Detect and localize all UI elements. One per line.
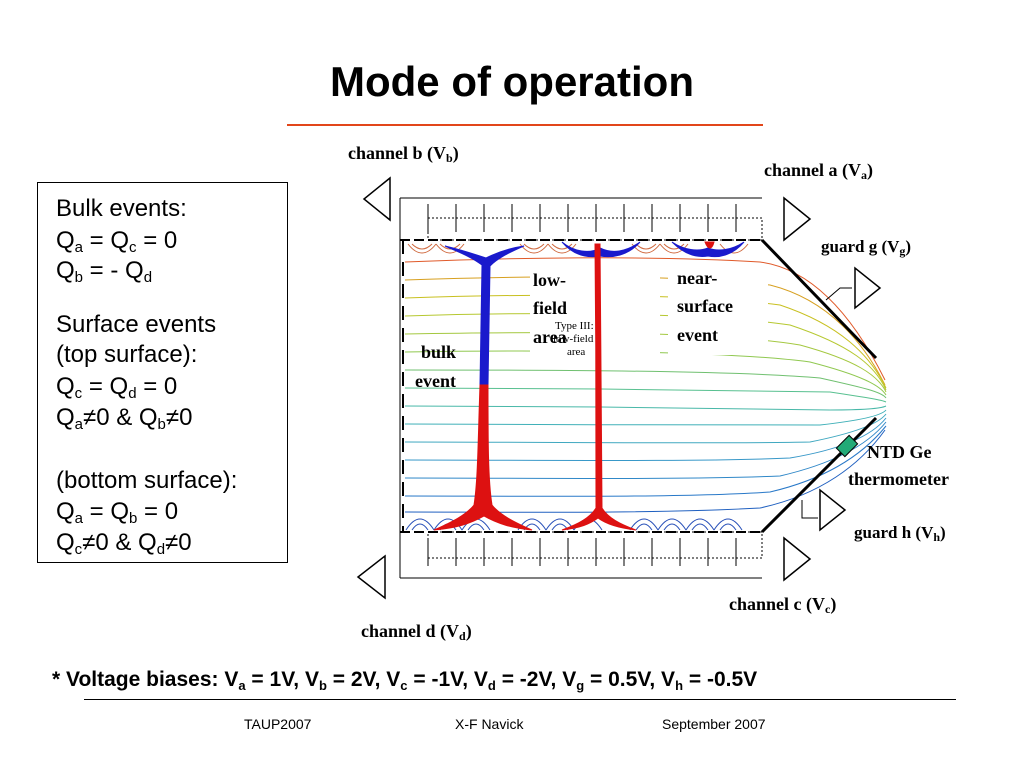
detector-outline bbox=[399, 197, 878, 579]
footer-author: X-F Navick bbox=[455, 716, 524, 732]
type-iii-label-line-2: low-field bbox=[553, 333, 594, 345]
ntd-thermometer-icon bbox=[835, 434, 859, 458]
near-surface-label-mask bbox=[668, 265, 768, 355]
channel-a-triangle-icon bbox=[783, 196, 812, 242]
footer-divider bbox=[84, 699, 956, 700]
type-iii-label-line-3: area bbox=[567, 346, 586, 358]
channel-d-triangle-icon bbox=[356, 554, 386, 600]
bulk-event-track-electrons bbox=[433, 241, 715, 531]
near-surface-label-line-3: event bbox=[677, 325, 718, 345]
type-iii-label-line-1: Type III: bbox=[555, 320, 594, 332]
near-surface-label-line-2: surface bbox=[677, 296, 733, 316]
guard-h-triangle-icon bbox=[819, 488, 847, 532]
bulk-equation-2: Qb = - Qd bbox=[56, 257, 153, 286]
near-surface-label-line-1: near- bbox=[677, 268, 718, 288]
footer-date: September 2007 bbox=[662, 716, 766, 732]
surface-heading: Surface events bbox=[56, 311, 217, 338]
low-field-label-line-1: low- bbox=[533, 270, 566, 290]
bulk-event-track-holes bbox=[444, 241, 745, 386]
channel-c-label: channel c (Vc) bbox=[729, 594, 837, 616]
slide-title: Mode of operation bbox=[330, 58, 694, 105]
electrode-ticks bbox=[427, 204, 737, 566]
ntd-label-line-2: thermometer bbox=[848, 469, 949, 489]
low-field-label-line-2: field bbox=[533, 298, 567, 318]
bottom-equation-2: Qc≠0 & Qd≠0 bbox=[56, 529, 192, 558]
event-summary-box: Bulk events: Qa = Qc = 0 Qb = - Qd Surfa… bbox=[37, 182, 288, 563]
bulk-event-label-line-2: event bbox=[415, 371, 456, 391]
low-field-label-line-3: area bbox=[533, 327, 567, 347]
top-surface-heading: (top surface): bbox=[56, 341, 198, 368]
top-equation-2: Qa≠0 & Qb≠0 bbox=[56, 404, 193, 433]
voltage-bias-note: * Voltage biases: Va = 1V, Vb = 2V, Vc =… bbox=[52, 668, 758, 693]
channel-d-label: channel d (Vd) bbox=[361, 621, 472, 643]
top-surface-field-loops bbox=[407, 243, 749, 254]
top-equation-1: Qc = Qd = 0 bbox=[56, 373, 178, 402]
guard-leads bbox=[801, 287, 852, 519]
bulk-event-label-line-1: bulk bbox=[421, 342, 457, 362]
footer-conference: TAUP2007 bbox=[244, 716, 312, 732]
electrode-triangles bbox=[356, 176, 882, 600]
guard-g-label: guard g (Vg) bbox=[821, 237, 912, 258]
bottom-surface-heading: (bottom surface): bbox=[56, 467, 238, 494]
title-underline bbox=[287, 124, 763, 126]
bottom-equation-1: Qa = Qb = 0 bbox=[56, 498, 179, 527]
bulk-heading: Bulk events: bbox=[56, 195, 187, 222]
channel-a-label: channel a (Va) bbox=[764, 160, 874, 182]
channel-b-label: channel b (Vb) bbox=[348, 143, 459, 165]
channel-b-triangle-icon bbox=[362, 176, 391, 222]
ntd-label-line-1: NTD Ge bbox=[867, 442, 932, 462]
guard-g-triangle-icon bbox=[854, 266, 882, 310]
channel-c-triangle-icon bbox=[783, 536, 812, 582]
bulk-equation-1: Qa = Qc = 0 bbox=[56, 227, 178, 256]
guard-h-label: guard h (Vh) bbox=[854, 523, 946, 544]
